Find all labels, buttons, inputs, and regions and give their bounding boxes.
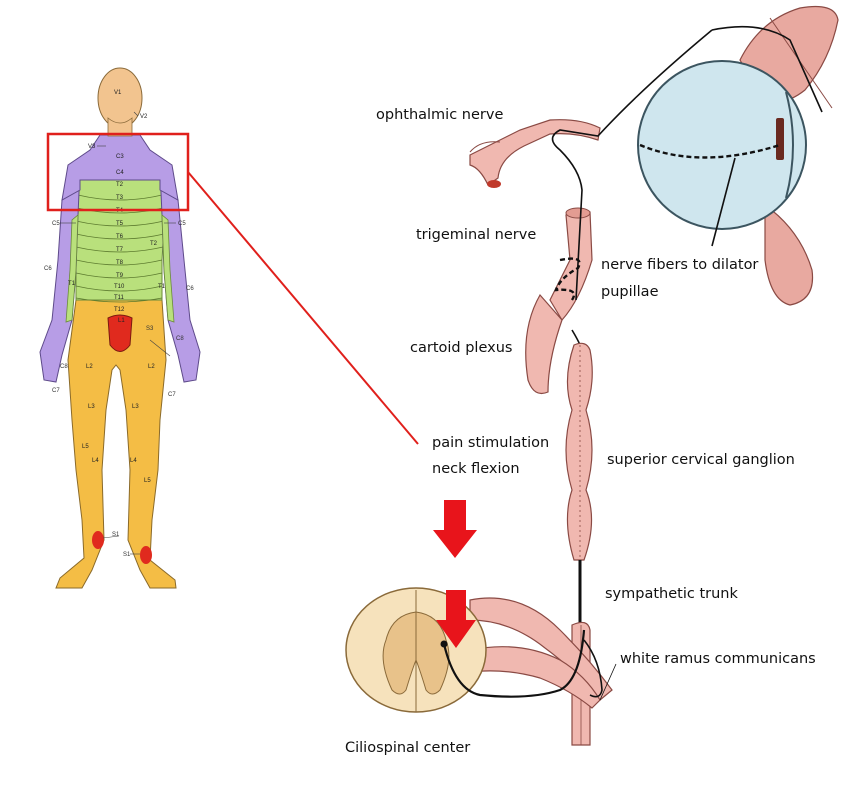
derm-label: T5 bbox=[116, 221, 124, 227]
derm-label: C5 bbox=[52, 221, 60, 227]
derm-label: S3 bbox=[146, 326, 154, 332]
label-ophthalmic-nerve: ophthalmic nerve bbox=[376, 107, 504, 123]
foot-patch-left bbox=[92, 531, 104, 549]
derm-label: V1 bbox=[114, 90, 122, 96]
derm-label: T2 bbox=[116, 182, 124, 188]
derm-leaders bbox=[60, 111, 176, 555]
derm-label: C5 bbox=[178, 221, 186, 227]
derm-label: S1 bbox=[123, 552, 131, 558]
label-ciliospinal-center: Ciliospinal center bbox=[345, 740, 471, 756]
label-sympathetic-trunk: sympathetic trunk bbox=[605, 586, 738, 602]
derm-label: V3 bbox=[88, 144, 96, 150]
label-trigeminal-nerve: trigeminal nerve bbox=[416, 227, 537, 243]
derm-label: L2 bbox=[86, 364, 93, 370]
label-superior-cervical-ganglion: superior cervical ganglion bbox=[607, 452, 795, 468]
dermatome-body: V1 V2 V3 C3 C4 T2 T3 T4 T5 T6 T7 T8 T9 T… bbox=[39, 67, 201, 589]
derm-label: T12 bbox=[114, 307, 125, 313]
derm-label: T8 bbox=[116, 260, 124, 266]
derm-label: L4 bbox=[130, 458, 137, 464]
label-nerve-fibers-line2: pupillae bbox=[601, 284, 659, 300]
derm-label: C8 bbox=[176, 336, 184, 342]
spinal-cord-illustration bbox=[345, 587, 613, 713]
lumbar-region bbox=[55, 299, 177, 589]
red-arrows bbox=[433, 500, 477, 648]
eye-illustration bbox=[637, 5, 839, 306]
derm-label: L4 bbox=[92, 458, 99, 464]
derm-label: L3 bbox=[132, 404, 139, 410]
derm-label: L5 bbox=[144, 478, 151, 484]
derm-label: S1 bbox=[112, 532, 120, 538]
derm-label: L1 bbox=[118, 318, 125, 324]
derm-label: T6 bbox=[116, 234, 124, 240]
sacral-region bbox=[107, 314, 133, 352]
label-nerve-fibers-line1: nerve fibers to dilator bbox=[601, 257, 759, 273]
arrow-down-lower bbox=[436, 590, 476, 648]
label-neck-flexion: neck flexion bbox=[432, 461, 520, 477]
derm-label: C7 bbox=[52, 388, 60, 394]
derm-label: L5 bbox=[82, 444, 89, 450]
derm-label: C6 bbox=[44, 266, 52, 272]
derm-label: T1 bbox=[68, 281, 76, 287]
right-arm-inner bbox=[161, 214, 175, 323]
derm-label: T7 bbox=[116, 247, 124, 253]
derm-label: C7 bbox=[168, 392, 176, 398]
white-ramus-leader bbox=[599, 663, 617, 701]
derm-label: T2 bbox=[150, 241, 158, 247]
label-carotid-plexus: cartoid plexus bbox=[410, 340, 513, 356]
derm-label: T3 bbox=[116, 195, 124, 201]
derm-label: V2 bbox=[140, 114, 148, 120]
foot-patch-right bbox=[140, 546, 152, 564]
arrow-down-upper bbox=[433, 500, 477, 558]
derm-label: T1 bbox=[158, 284, 166, 290]
derm-label: L2 bbox=[148, 364, 155, 370]
derm-label: C3 bbox=[116, 154, 124, 160]
thoracic-stripes bbox=[75, 194, 165, 303]
derm-label: C4 bbox=[116, 170, 124, 176]
superior-cervical-ganglion bbox=[565, 342, 593, 561]
derm-label: T9 bbox=[116, 273, 124, 279]
derm-label: C8 bbox=[60, 364, 68, 370]
highlight-connector bbox=[187, 171, 419, 445]
label-pain-stimulation: pain stimulation bbox=[432, 435, 550, 451]
eyeball bbox=[637, 60, 807, 230]
trigeminal-nerve-illustration bbox=[469, 29, 713, 395]
label-white-ramus-communicans: white ramus communicans bbox=[620, 651, 816, 667]
derm-label: T11 bbox=[114, 295, 125, 301]
derm-label: C6 bbox=[186, 286, 194, 292]
cervical-region bbox=[61, 134, 179, 201]
head bbox=[97, 67, 143, 129]
derm-label: L3 bbox=[88, 404, 95, 410]
derm-label: T10 bbox=[114, 284, 125, 290]
left-arm-inner bbox=[65, 214, 79, 323]
